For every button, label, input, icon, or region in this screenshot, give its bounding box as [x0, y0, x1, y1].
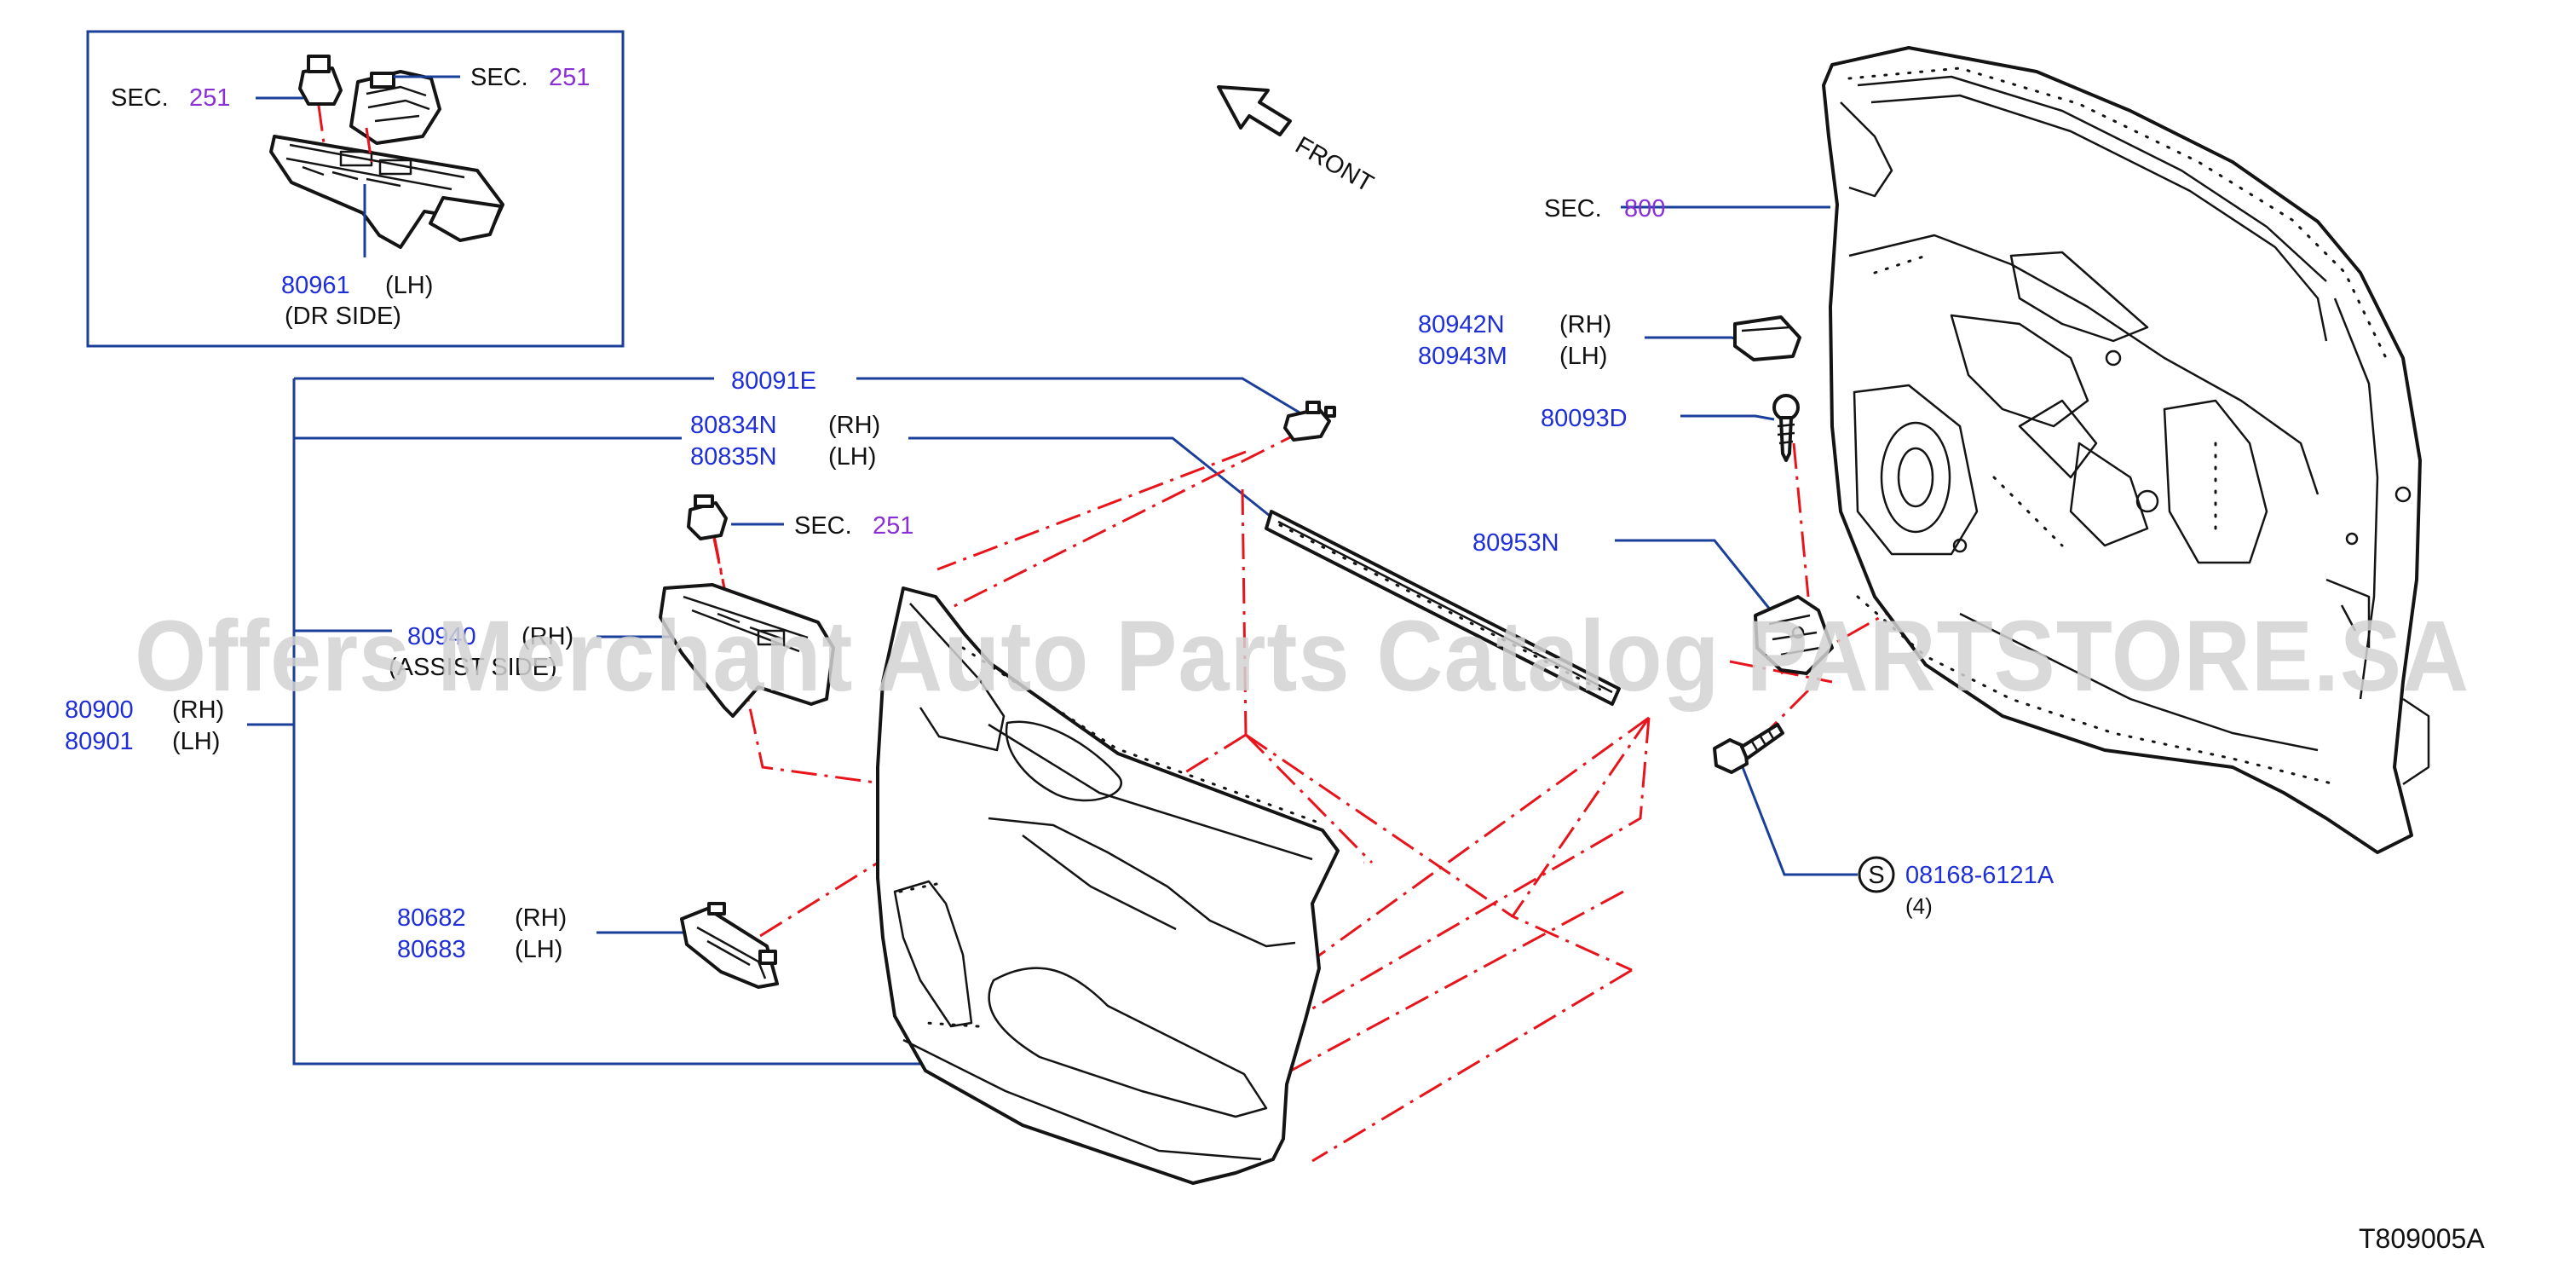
- inset-sec-left-prefix: SEC.: [111, 84, 169, 112]
- window-switch-housing: [269, 135, 504, 249]
- switch-finisher-80940[interactable]: [659, 583, 835, 718]
- watermark-text: Offers Merchant Auto Parts Catalog PARTS…: [135, 600, 2469, 713]
- bracket-80953n[interactable]: [1754, 595, 1834, 675]
- part-side-80683: (LH): [515, 936, 562, 963]
- part-side-80943m: (LH): [1559, 343, 1607, 370]
- switch-sec-number[interactable]: 251: [873, 512, 913, 540]
- inset-window-switch: SEC. 251 SEC. 251 80961 (LH) (DR SIDE): [86, 30, 625, 348]
- part-number-80943m[interactable]: 80943M: [1418, 343, 1507, 370]
- part-number-80091e[interactable]: 80091E: [731, 367, 816, 395]
- switch-sec-251[interactable]: [687, 494, 728, 540]
- inset-sec-right-number[interactable]: 251: [549, 64, 590, 91]
- part-number-80900[interactable]: 80900: [65, 696, 134, 724]
- part-side-80900: (RH): [172, 696, 224, 724]
- part-side-80942n: (RH): [1559, 311, 1611, 338]
- clip-80091e[interactable]: [1283, 401, 1336, 442]
- inset-frame: [86, 30, 625, 348]
- part-side-80835n: (LH): [828, 443, 876, 471]
- part-number-80093d[interactable]: 80093D: [1541, 405, 1628, 432]
- part-number-80940[interactable]: 80940: [407, 623, 476, 650]
- part-number-80682[interactable]: 80682: [397, 904, 466, 932]
- part-number-80901[interactable]: 80901: [65, 728, 134, 755]
- inside-handle-escutcheon-80682[interactable]: [680, 902, 779, 989]
- part-number-80942n[interactable]: 80942N: [1418, 311, 1505, 338]
- assembly-bracket: [247, 377, 1014, 1066]
- front-label: FRONT: [1291, 131, 1379, 198]
- part-number-80834n[interactable]: 80834N: [690, 412, 777, 439]
- part-side-80961: (LH): [385, 272, 433, 299]
- diagram-code: T809005A: [2359, 1223, 2485, 1254]
- part-number-08168-6121a[interactable]: 08168-6121A: [1905, 862, 2054, 889]
- body-sec-number[interactable]: 800: [1624, 195, 1665, 222]
- part-number-80683[interactable]: 80683: [397, 936, 466, 963]
- door-trim-panel-80900[interactable]: [876, 586, 1340, 1185]
- body-sec-prefix: SEC.: [1544, 195, 1602, 222]
- bolt-08168-6121a[interactable]: [1713, 723, 1784, 774]
- part-number-80835n[interactable]: 80835N: [690, 443, 777, 471]
- part-side-80901: (LH): [172, 728, 220, 755]
- screw-80093d[interactable]: [1772, 394, 1800, 462]
- inset-part-note: (DR SIDE): [285, 303, 401, 330]
- switch-sec-prefix: SEC.: [794, 512, 852, 540]
- front-direction-arrow: FRONT: [1217, 85, 1379, 198]
- inset-sec-right-prefix: SEC.: [470, 64, 528, 91]
- part-number-80961[interactable]: 80961: [281, 272, 350, 299]
- callout-labels: 80091E 80834N (RH) 80835N (LH) SEC. 251 …: [65, 195, 2485, 1254]
- part-side-80682: (RH): [515, 904, 567, 932]
- standard-part-letter: S: [1868, 862, 1884, 889]
- part-side-80940: (RH): [522, 623, 573, 650]
- mirror-switch: [298, 55, 343, 106]
- inset-sec-left-number[interactable]: 251: [189, 84, 230, 112]
- part-number-80953n[interactable]: 80953N: [1472, 529, 1559, 557]
- part-note-80940: (ASSIST SIDE): [389, 654, 557, 681]
- belt-moulding-80834n[interactable]: [1265, 510, 1621, 706]
- grommet-80942n[interactable]: [1733, 315, 1801, 361]
- part-quantity-08168-6121a: (4): [1905, 893, 1933, 919]
- door-inner-panel-sec-800[interactable]: [1822, 46, 2430, 854]
- window-switch-cluster: [349, 70, 441, 145]
- standard-part-symbol: [1858, 856, 1895, 893]
- part-side-80834n: (RH): [828, 412, 880, 439]
